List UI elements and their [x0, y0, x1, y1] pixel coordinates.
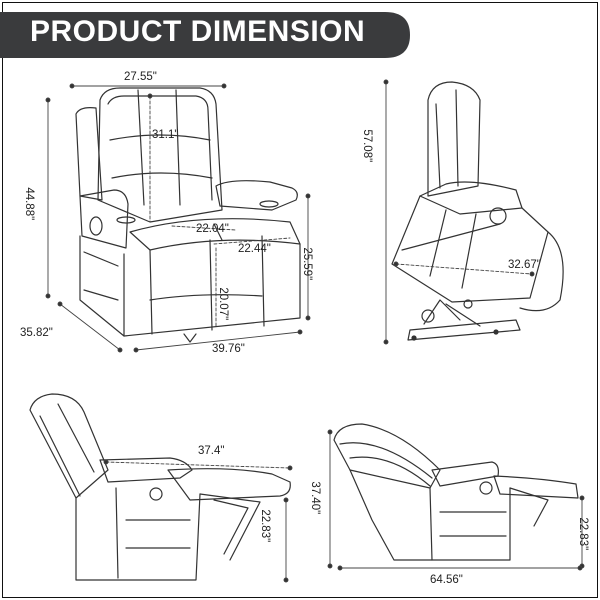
front-seat-height-label: 20.07" [217, 287, 230, 321]
lift-view-chair [391, 81, 564, 341]
front-width-label: 39.76" [212, 343, 245, 355]
front-depth-label: 35.82" [20, 327, 53, 339]
front-view-dimension-lines [45, 83, 311, 353]
front-back-height-label: 31.1" [152, 129, 179, 141]
front-seat-width-label: 22.04" [196, 223, 229, 235]
front-total-height-label: 44.88" [23, 187, 36, 221]
lift-view-dimension-lines [383, 79, 535, 345]
full-recline-length-label: 64.56" [430, 574, 463, 586]
front-top-width-label: 27.55" [124, 71, 157, 83]
lift-diagonal-label: 32.67" [508, 259, 541, 271]
recline-footrest-height-label: 22.83" [259, 509, 272, 543]
front-seat-depth-label: 22.44" [238, 243, 271, 255]
full-recline-height-label: 37.40" [309, 481, 322, 515]
recline-length-label: 37.4" [198, 445, 225, 457]
title-banner [0, 12, 410, 58]
full-recline-view-chair [333, 423, 579, 561]
page-title: PRODUCT DIMENSION [30, 15, 366, 48]
front-view-chair [75, 87, 301, 343]
full-recline-dimension-lines [327, 429, 585, 571]
full-recline-footrest-height-label: 22.83" [577, 517, 590, 551]
lift-total-height-label: 57.08" [361, 129, 374, 163]
front-arm-height-label: 25.59" [301, 247, 314, 281]
recline-view-dimension-lines [103, 459, 293, 583]
recline-view-chair [29, 393, 291, 581]
